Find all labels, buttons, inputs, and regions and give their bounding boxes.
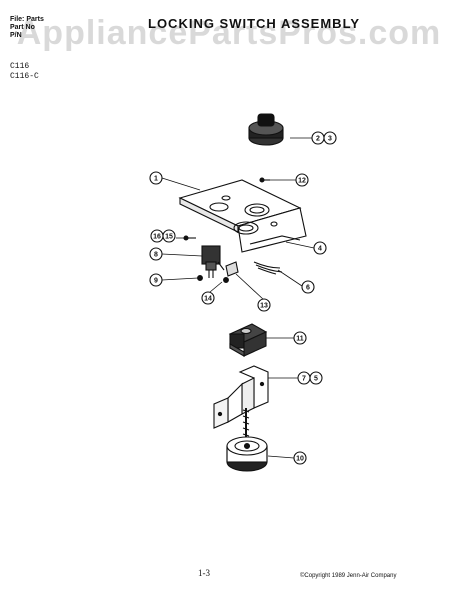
document-header: File: Parts Part No P/N (10, 16, 44, 40)
svg-text:16: 16 (153, 234, 161, 241)
callout-7: 7 (297, 371, 311, 385)
callout-9: 9 (149, 273, 163, 287)
svg-text:6: 6 (306, 285, 310, 292)
header-line-2: Part No (10, 24, 35, 31)
callout-13: 13 (257, 298, 271, 312)
leader-lines (161, 137, 315, 459)
mounting-bracket (213, 365, 269, 429)
watermark: AppliancePartsPros.com (16, 14, 442, 52)
callout-15: 15 (162, 229, 176, 243)
callout-1: 1 (149, 171, 163, 185)
svg-text:2: 2 (316, 136, 320, 143)
svg-text:12: 12 (298, 178, 306, 185)
callout-14: 14 (201, 291, 215, 305)
model-number: C116 (10, 62, 30, 71)
model-list: C116 C116-C (10, 62, 39, 82)
wire (253, 261, 283, 275)
cover-plate (178, 179, 307, 253)
motor (228, 323, 268, 357)
header-line-3: P/N (10, 32, 22, 39)
page-number: 1-3 (198, 568, 210, 578)
knob (248, 113, 284, 146)
svg-text:8: 8 (154, 252, 158, 259)
diagram-title: LOCKING SWITCH ASSEMBLY (148, 16, 360, 31)
copyright-notice: ©Copyright 1989 Jenn-Air Company (300, 573, 397, 579)
svg-text:1: 1 (154, 176, 158, 183)
callout-3: 3 (323, 131, 337, 145)
svg-text:10: 10 (296, 456, 304, 463)
svg-text:15: 15 (165, 234, 173, 241)
callout-4: 4 (313, 241, 327, 255)
header-line-1: File: Parts (10, 16, 44, 23)
dial (226, 408, 268, 472)
callout-12: 12 (295, 173, 309, 187)
callout-10: 10 (293, 451, 307, 465)
callout-2: 2 (311, 131, 325, 145)
callout-5: 5 (309, 371, 323, 385)
svg-text:9: 9 (154, 278, 158, 285)
callout-8: 8 (149, 247, 163, 261)
svg-text:3: 3 (328, 136, 332, 143)
svg-text:7: 7 (302, 376, 306, 383)
svg-text:14: 14 (204, 296, 212, 303)
callout-16: 16 (150, 229, 164, 243)
callout-11: 11 (293, 331, 307, 345)
switch (201, 245, 225, 278)
callout-6: 6 (301, 280, 315, 294)
bracket-small (225, 261, 239, 277)
svg-text:13: 13 (260, 303, 268, 310)
model-number: C116-C (10, 72, 39, 81)
svg-text:5: 5 (314, 376, 318, 383)
svg-text:11: 11 (296, 336, 304, 343)
svg-text:4: 4 (318, 246, 322, 253)
